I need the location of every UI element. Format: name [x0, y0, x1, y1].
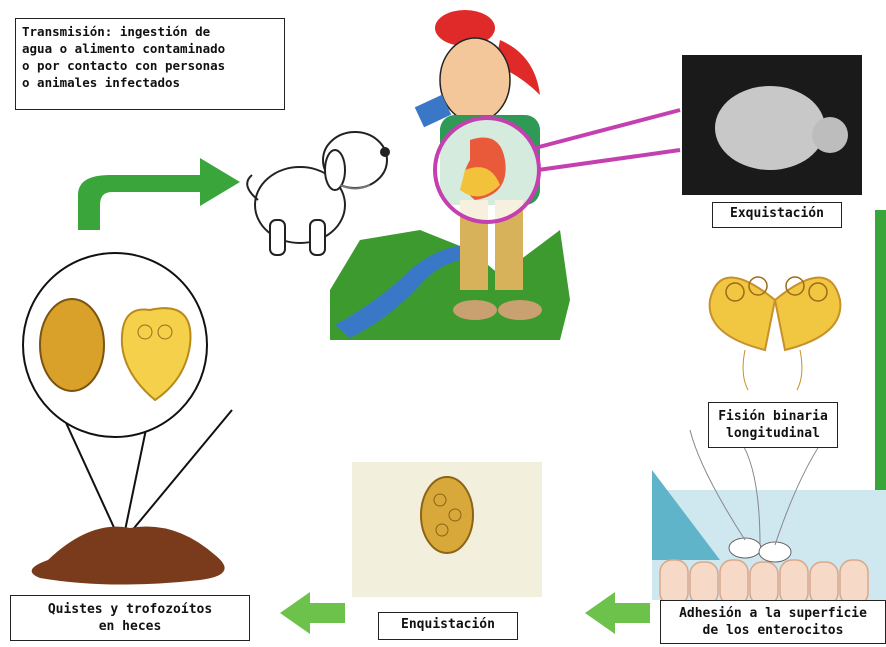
dog-icon [247, 132, 389, 255]
enterocytes-icon [652, 430, 886, 605]
adhesion-label: Adhesión a la superficie de los enteroci… [660, 600, 886, 644]
feces-line-1: Quistes y trofozoítos [11, 601, 249, 618]
feces-magnifier [23, 253, 232, 585]
adhesion-line-1: Adhesión a la superficie [661, 605, 885, 622]
fission-label: Fisión binaria longitudinal [708, 402, 838, 448]
transmission-line-1: Transmisión: ingestión de [22, 23, 278, 40]
transmission-line-3: o por contacto con personas [22, 57, 278, 74]
curved-arrow-icon [78, 158, 240, 230]
left-arrow-icon [585, 592, 650, 634]
encystation-text: Enquistación [379, 613, 517, 637]
fission-line-2: longitudinal [709, 425, 837, 442]
left-arrow-icon [280, 592, 345, 634]
feces-line-2: en heces [11, 618, 249, 635]
transmission-label: Transmisión: ingestión de agua o aliment… [15, 18, 285, 110]
excystation-text: Exquistación [713, 203, 841, 225]
transmission-line-2: agua o alimento contaminado [22, 40, 278, 57]
trophozoite-fission-icon [710, 277, 841, 390]
cyst-micrograph [352, 462, 542, 597]
fission-line-1: Fisión binaria [709, 408, 837, 425]
adhesion-line-2: de los enterocitos [661, 622, 885, 639]
transmission-line-4: o animales infectados [22, 74, 278, 91]
encystation-label: Enquistación [378, 612, 518, 640]
excystation-label: Exquistación [712, 202, 842, 228]
feces-label: Quistes y trofozoítos en heces [10, 595, 250, 641]
magnifier-icon [435, 110, 680, 222]
excystation-micrograph [682, 55, 862, 195]
